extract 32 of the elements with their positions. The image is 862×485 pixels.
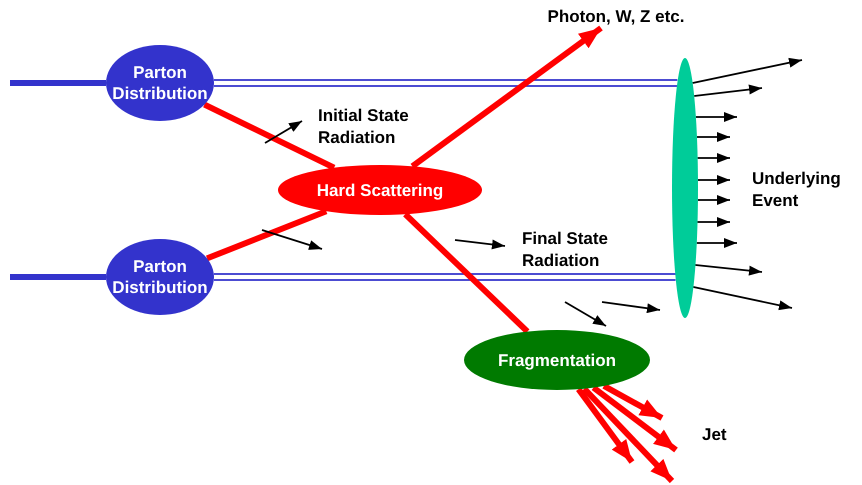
arrow [582,386,674,484]
arrow [692,58,802,84]
arrow [693,286,792,310]
connector-line [10,274,106,280]
arrow [576,387,634,464]
arrow [694,84,762,97]
annotation-text: Initial State Radiation [318,105,410,149]
arrow [698,195,730,205]
node-label: Parton Distribution [111,62,209,104]
arrow [698,153,730,163]
node-label: Fragmentation [498,350,616,370]
annotation-text: Underlying Event [752,168,842,212]
arrow [602,383,664,421]
node-label: Parton Distribution [111,256,209,298]
double-line [213,79,678,87]
arrow [698,217,730,227]
connector-line [403,212,530,334]
arrow [696,112,737,122]
text-label: Photon, W, Z etc. [530,6,702,28]
annotation-text: Final State Radiation [522,228,609,272]
double-line [213,273,676,281]
annotation-text: Jet [702,424,728,446]
connector-line [206,208,328,262]
node-label: Hard Scattering [316,180,444,200]
connector-line [10,80,106,86]
arrow [696,238,737,248]
arrow [698,175,730,185]
arrow [695,264,762,276]
arrow [696,132,730,142]
arrow [410,26,603,169]
arrow [592,385,678,452]
connector-line [203,102,336,170]
